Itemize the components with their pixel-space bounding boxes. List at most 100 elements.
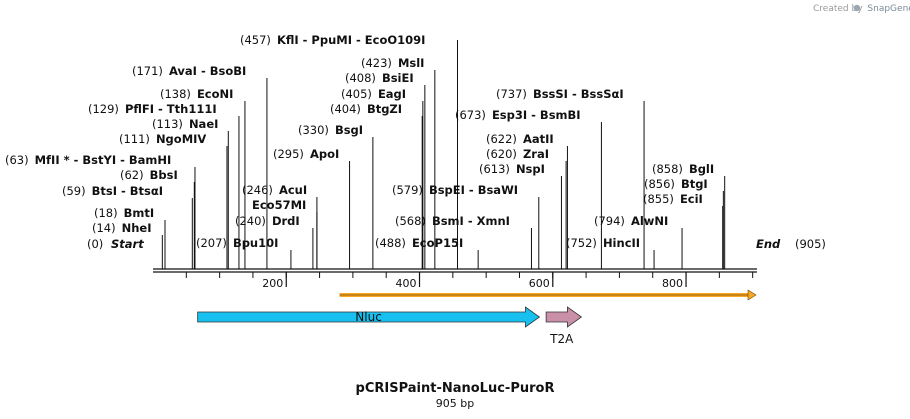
site-label: (405) EagI <box>341 87 406 101</box>
site-label: (579) BspEI - BsaWI <box>392 183 518 197</box>
site-position: (620) <box>486 147 517 161</box>
site-enzyme: EcoNI <box>197 87 233 101</box>
site-position: (246) <box>242 183 273 197</box>
sequence-backbone <box>153 268 757 273</box>
end-position: (905) <box>795 237 826 251</box>
site-enzyme: AlwNI <box>631 214 668 228</box>
snapgene-brand: SnapGene <box>867 4 910 14</box>
start-position: (0) <box>87 237 103 251</box>
restriction-site: (138) EcoNI <box>160 87 246 269</box>
site-label: (408)BsiEI <box>345 71 414 85</box>
restriction-site: (171) AvaI - BsoBI <box>132 64 268 269</box>
restriction-site: (14)NheI <box>92 221 163 269</box>
site-position: (423) <box>361 56 392 70</box>
feature-nluc: Nluc <box>197 306 541 328</box>
site-position: (752) <box>566 236 597 250</box>
restriction-site: (620) ZraI <box>486 147 567 269</box>
site-position: (171) <box>132 64 163 78</box>
site-position: (59) <box>62 184 86 198</box>
restriction-site: (207)Bpu10I <box>196 236 292 269</box>
restriction-site: (794)AlwNI <box>594 214 683 269</box>
site-enzyme: MslI <box>398 56 425 70</box>
orf-track <box>339 289 757 301</box>
restriction-site: (622)AatII <box>486 132 568 269</box>
site-position: (18) <box>94 206 118 220</box>
site-position: (856) <box>644 177 675 191</box>
site-position: (613) <box>479 162 510 176</box>
restriction-sites: (14)NheI(18)BmtI(59)BtsI - BtsαI(62)BbsI… <box>5 33 726 269</box>
site-enzyme: AcuI <box>279 183 307 197</box>
tick-label: 800 <box>662 277 683 290</box>
site-position: (138) <box>160 87 191 101</box>
site-enzyme: BmtI <box>124 206 155 220</box>
end-label: End <box>756 237 781 251</box>
site-position: (855) <box>643 192 674 206</box>
restriction-site: (246) AcuI <box>242 183 318 269</box>
site-position: (113) <box>152 117 183 131</box>
restriction-site: (62) BbsI <box>120 168 195 269</box>
site-position: (207) <box>196 236 227 250</box>
site-position: (858) <box>652 162 683 176</box>
restriction-site: (240)DrdI <box>235 214 314 269</box>
restriction-site: (752)HincII <box>566 236 655 269</box>
site-label: (423) MslI <box>361 56 424 70</box>
site-enzyme: NspI <box>516 162 545 176</box>
restriction-site: (113) NaeI <box>152 117 229 269</box>
site-enzyme: BsgI <box>335 123 363 137</box>
site-label: Eco57MI <box>252 198 306 212</box>
site-enzyme: BbsI <box>150 168 178 182</box>
restriction-site: (858)BglI <box>652 162 726 269</box>
feature-arrow <box>545 306 583 328</box>
feature-label: T2A <box>549 332 574 346</box>
site-label: (240)DrdI <box>235 214 300 228</box>
tick-label: 600 <box>529 277 550 290</box>
restriction-site: (613) NspI <box>479 162 562 269</box>
site-position: (579) <box>392 183 423 197</box>
restriction-site: (405) EagI <box>341 87 424 269</box>
site-label: (63) MfII * - BstYI - BamHI <box>5 153 171 167</box>
created-by-credit: Created by SnapGene <box>813 4 910 14</box>
restriction-site: (423) MslI <box>361 56 436 269</box>
site-label: (858)BglI <box>652 162 714 176</box>
site-position: (408) <box>345 71 376 85</box>
site-enzyme: MfII * - BstYI - BamHI <box>35 153 172 167</box>
site-position: (63) <box>5 153 29 167</box>
site-position: (62) <box>120 168 144 182</box>
restriction-site: (408)BsiEI <box>345 71 426 269</box>
restriction-site: (488)EcoP15I <box>375 236 479 269</box>
snapgene-logo-icon <box>853 4 861 12</box>
restriction-site: (330)BsgI <box>298 123 374 269</box>
restriction-site: (457) KflI - PpuMI - EcoO109I <box>240 33 458 269</box>
site-enzyme: AvaI - BsoBI <box>169 64 246 78</box>
restriction-site: (18) BmtI <box>94 206 166 269</box>
site-enzyme: BspEI - BsaWI <box>429 183 518 197</box>
site-label: (404)BtgZI <box>330 102 402 116</box>
restriction-site: (673)Esp3I - BsmBI <box>455 108 602 269</box>
restriction-site: (129)PflFI - Tth111I <box>88 102 240 269</box>
start-label: Start <box>111 237 144 251</box>
restriction-site: Eco57MI <box>252 198 318 269</box>
feature-label: Nluc <box>355 310 382 324</box>
site-label: (622)AatII <box>486 132 554 146</box>
site-label: (794)AlwNI <box>594 214 668 228</box>
site-label: (129)PflFI - Tth111I <box>88 102 217 116</box>
site-label: (62) BbsI <box>120 168 178 182</box>
site-enzyme: ZraI <box>523 147 549 161</box>
site-position: (404) <box>330 102 361 116</box>
site-enzyme: NgoMIV <box>156 132 206 146</box>
site-position: (457) <box>240 33 271 47</box>
restriction-site: (295)ApoI <box>273 147 351 269</box>
site-enzyme: EciI <box>680 192 703 206</box>
site-enzyme: BtgI <box>681 177 708 191</box>
site-position: (14) <box>92 221 116 235</box>
site-enzyme: NaeI <box>189 117 218 131</box>
site-position: (240) <box>235 214 266 228</box>
feature-t2a: T2A <box>545 306 583 346</box>
site-enzyme: KflI - PpuMI - EcoO109I <box>277 33 425 47</box>
site-enzyme: EagI <box>378 87 406 101</box>
site-label: (673)Esp3I - BsmBI <box>455 108 581 122</box>
site-label: (457) KflI - PpuMI - EcoO109I <box>240 33 425 47</box>
site-position: (405) <box>341 87 372 101</box>
site-label: (295)ApoI <box>273 147 339 161</box>
